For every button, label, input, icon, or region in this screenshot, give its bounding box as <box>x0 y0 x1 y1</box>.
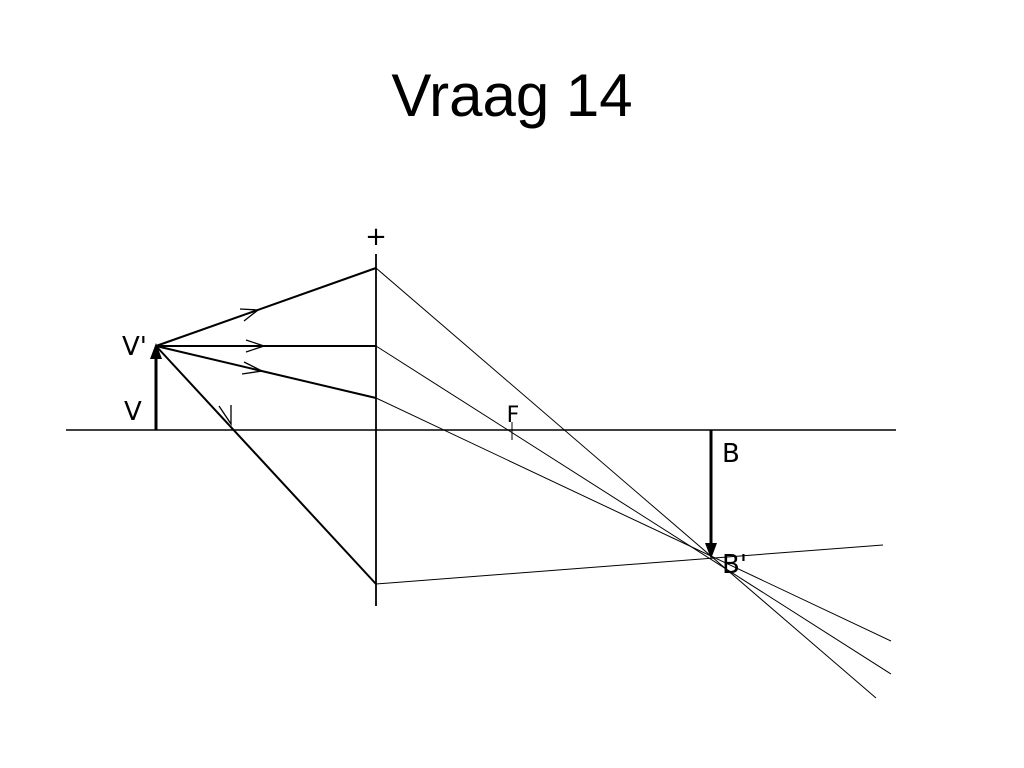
object-top-label: V' <box>122 332 147 362</box>
object-label: V <box>124 397 142 427</box>
ray-direction-arrow <box>218 405 232 427</box>
refracted-ray-middle <box>375 397 892 642</box>
ray-direction-arrow <box>241 361 265 375</box>
focal-point-label: F <box>507 403 520 428</box>
incident-ray-bottom <box>155 345 377 585</box>
image-top-label: B' <box>722 550 747 580</box>
ray-direction-arrow <box>245 339 267 353</box>
object-arrowhead <box>150 343 162 359</box>
image-label: B <box>722 439 740 469</box>
slide-title: Vraag 14 <box>391 62 633 129</box>
refracted-ray-top <box>375 267 877 699</box>
refracted-ray-bottom <box>375 544 884 585</box>
lens-plus-label: + <box>365 222 387 252</box>
incident-ray-top <box>155 267 377 347</box>
refracted-ray-parallel <box>375 345 892 675</box>
incident-ray-middle <box>155 345 377 399</box>
image-arrowhead <box>705 543 717 559</box>
ray-direction-arrow <box>239 308 260 322</box>
